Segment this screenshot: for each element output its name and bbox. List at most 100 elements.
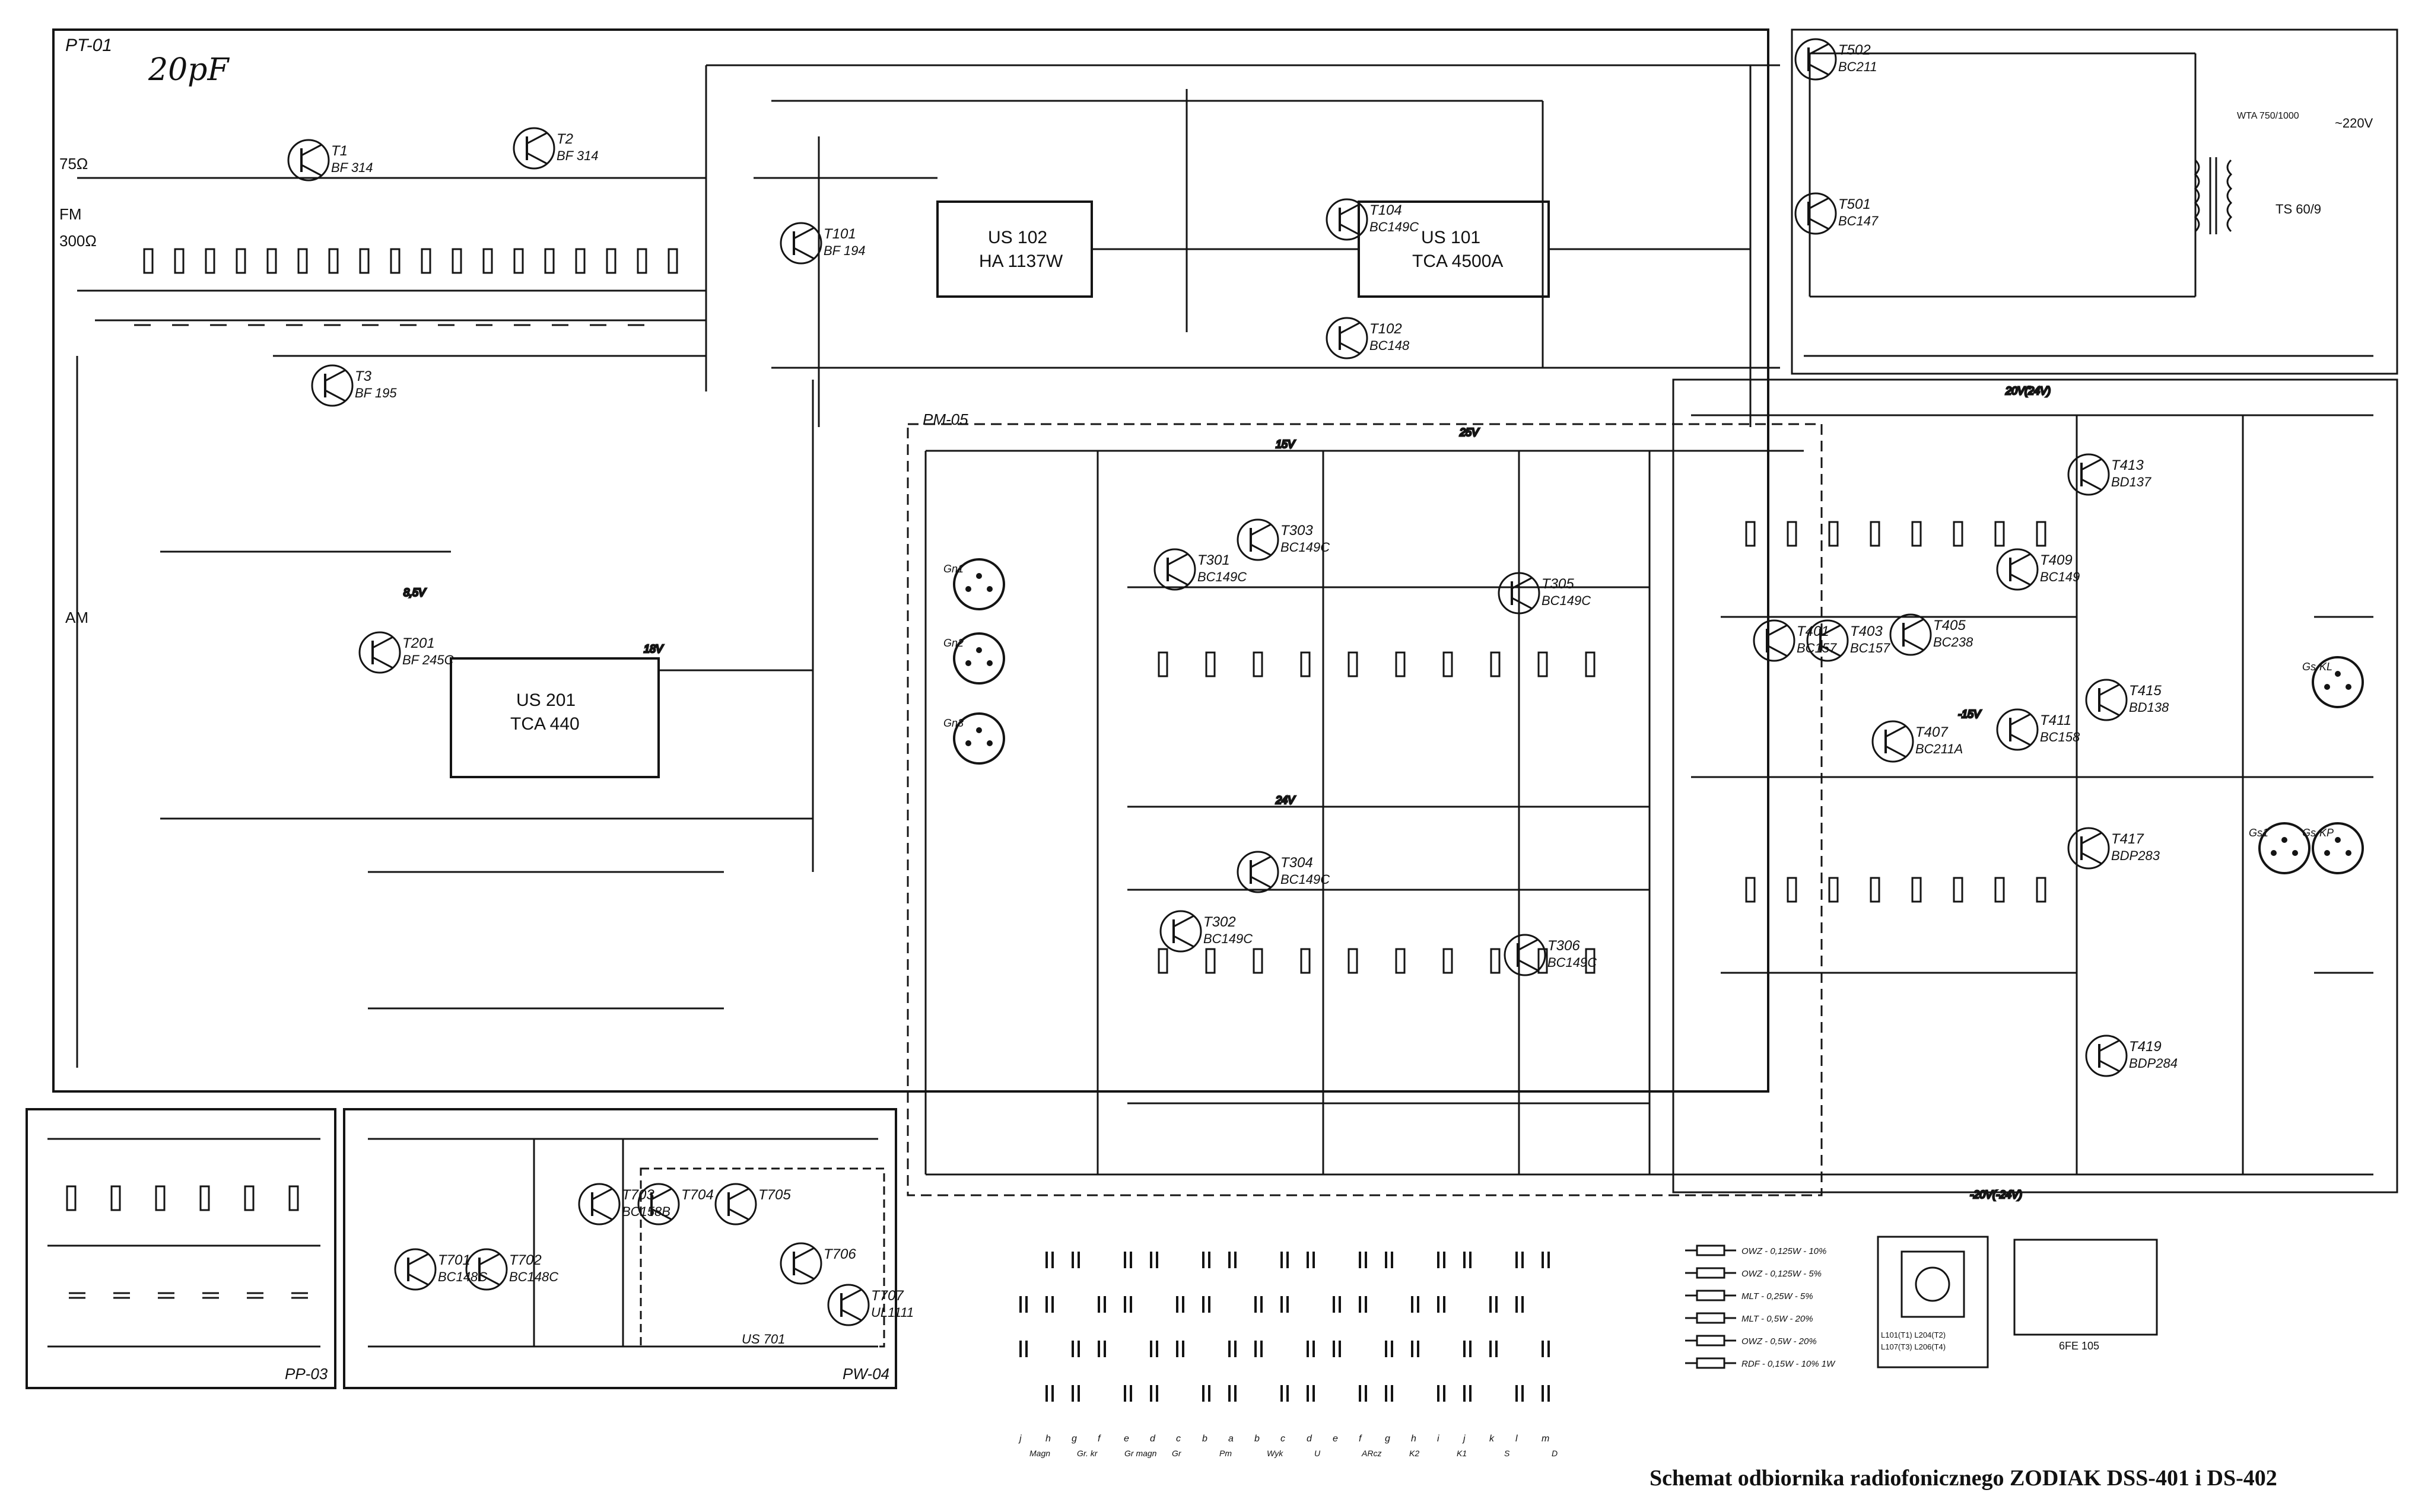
transistor-ref-t304: T304 <box>1280 855 1313 871</box>
supply-voltage-label: 18V <box>644 643 664 655</box>
transistor-type-t403: BC157 <box>1850 641 1890 655</box>
switch-function-label: K1 <box>1457 1449 1467 1458</box>
switch-column-label: m <box>1542 1434 1549 1444</box>
handwritten-note: 20pF <box>148 52 230 88</box>
transistor-ref-t3: T3 <box>355 368 372 384</box>
switch-function-label: U <box>1314 1449 1321 1458</box>
block-pm05-outline <box>907 423 1823 1196</box>
connector-label: Gn1 <box>943 563 964 575</box>
transistor-type-t201: BF 245C <box>402 652 454 667</box>
block-pt01-outline <box>52 28 1769 1093</box>
block-pw04-outline <box>343 1108 897 1389</box>
ic-us201-ref: US 201 <box>516 690 576 710</box>
transistor-ref-t305: T305 <box>1542 576 1574 592</box>
connector-gs-kp: Gs-KP <box>2302 822 2364 874</box>
switch-column-label: b <box>1202 1434 1207 1444</box>
block-power-outline <box>1791 28 2398 375</box>
transistor-ref-t2: T2 <box>557 131 573 147</box>
ic-us201-type: TCA 440 <box>510 714 580 734</box>
input-label-fm: FM <box>59 205 82 223</box>
switch-column-label: b <box>1254 1434 1260 1444</box>
transistor-type-t101: BF 194 <box>824 243 866 258</box>
switch-column-label: j <box>1462 1434 1466 1444</box>
ic-us101: US 101 TCA 4500A <box>1358 200 1550 298</box>
connector-label: Gs1 <box>2249 827 2268 839</box>
transistor-type-t104: BC149C <box>1369 219 1419 234</box>
input-label-75ohm: 75Ω <box>59 155 88 173</box>
switch-column-label: f <box>1359 1434 1362 1444</box>
transistor-type-t501: BC147 <box>1838 214 1879 228</box>
switch-function-label: Gr magn <box>1124 1449 1157 1458</box>
resistor-legend-entry: MLT - 0,25W - 5% <box>1741 1291 1813 1301</box>
transistor-ref-t704: T704 <box>681 1187 714 1203</box>
wiring <box>47 52 2373 1348</box>
resistor-legend-entry: OWZ - 0,125W - 5% <box>1741 1269 1822 1279</box>
transistor-ref-t701: T701 <box>438 1252 471 1268</box>
transistor-type-t102: BC148 <box>1369 338 1410 353</box>
connector-label: Gs-KL <box>2302 661 2332 673</box>
switch-column-label: d <box>1307 1434 1312 1444</box>
transistor-type-t303: BC149C <box>1280 540 1330 555</box>
block-label-pt01: PT-01 <box>65 36 112 55</box>
transformer-label: TS 60/9 <box>2275 202 2321 217</box>
ic-us102: US 102 HA 1137W <box>936 200 1093 298</box>
switch-function-label: Magn <box>1029 1449 1050 1458</box>
transistor-ref-t411: T411 <box>2040 712 2071 728</box>
switch-column-label: g <box>1385 1434 1390 1444</box>
transistor-type-t502: BC211 <box>1838 59 1877 74</box>
transistor-ref-t502: T502 <box>1838 42 1871 58</box>
coil-legend-line-2: L107(T3) L206(T4) <box>1881 1342 1946 1351</box>
transistor-ref-t409: T409 <box>2040 552 2073 568</box>
transistor-ref-t706: T706 <box>824 1246 856 1262</box>
transistor-t705: T705 <box>714 1183 791 1225</box>
transistor-ref-t403: T403 <box>1850 623 1883 639</box>
transistor-type-t409: BC149 <box>2040 569 2080 584</box>
transistor-t706: T706 <box>780 1242 856 1285</box>
switch-function-label: Gr. kr <box>1077 1449 1098 1458</box>
ic-us102-ref: US 102 <box>988 228 1047 247</box>
transistor-ref-t306: T306 <box>1547 938 1580 954</box>
ic-us101-type: TCA 4500A <box>1412 252 1503 271</box>
transistor-type-t407: BC211A <box>1915 741 1963 756</box>
transistor-ref-t302: T302 <box>1203 914 1236 930</box>
supply-voltage-label: -20V(-24V) <box>1970 1189 2022 1201</box>
switch-function-label: K2 <box>1409 1449 1419 1458</box>
transistor-ref-t707: T707 <box>871 1288 904 1304</box>
switch-column-label: j <box>1018 1434 1022 1444</box>
ic-us101-ref: US 101 <box>1421 228 1480 247</box>
switch-function-label: D <box>1552 1449 1558 1458</box>
coil-legend: L101(T1) L204(T2) L107(T3) L206(T4) <box>1877 1236 1989 1368</box>
switch-column-label: h <box>1411 1434 1416 1444</box>
connector-gs1: Gs1 <box>2249 822 2311 874</box>
switch-column-label: g <box>1072 1434 1077 1444</box>
switch-function-label: ARcz <box>1361 1449 1381 1458</box>
switch-column-label: l <box>1515 1434 1518 1444</box>
input-label-am: AM <box>65 609 88 626</box>
pcb-part-box: 6FE 105 <box>2013 1239 2158 1352</box>
